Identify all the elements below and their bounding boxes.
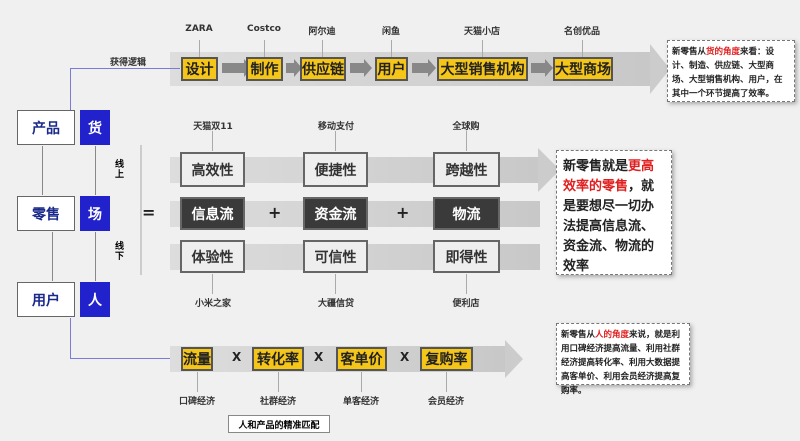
connector-line bbox=[70, 68, 180, 69]
step-example: 名创优品 bbox=[563, 27, 600, 37]
step-mall: 大型商场 bbox=[553, 57, 613, 81]
col-bottom-example: 大疆信贷 bbox=[317, 299, 354, 309]
match-label: 人和产品的精准匹配 bbox=[228, 415, 330, 433]
metric-order-value: 客单价 bbox=[336, 347, 387, 371]
step-example: 天猫小店 bbox=[463, 27, 500, 37]
cell-money-flow: 资金流 bbox=[303, 197, 368, 230]
step-design: 设计 bbox=[181, 57, 218, 81]
metric-example: 单客经济 bbox=[342, 397, 379, 407]
left-label-product: 产品 bbox=[17, 110, 75, 145]
step-example: 阿尔迪 bbox=[308, 27, 336, 37]
metric-traffic: 流量 bbox=[181, 347, 213, 371]
times-sign: X bbox=[400, 350, 410, 364]
cell-immediacy: 即得性 bbox=[433, 240, 500, 273]
plus-sign: + bbox=[268, 203, 282, 222]
times-sign: X bbox=[314, 350, 324, 364]
metric-example: 口碑经济 bbox=[178, 397, 215, 407]
connector-line bbox=[70, 68, 71, 118]
goods-note: 新零售从货的角度来看：设计、制造、供应链、大型商场、大型销售机构、用户，在其中一… bbox=[667, 40, 795, 102]
left-key-goods: 货 bbox=[80, 110, 110, 145]
plus-sign: + bbox=[396, 203, 410, 222]
col-bottom-example: 小米之家 bbox=[194, 299, 231, 309]
source-label: 获得逻辑 bbox=[110, 58, 147, 68]
cell-experience: 体验性 bbox=[180, 240, 245, 273]
step-example: 闲鱼 bbox=[381, 27, 400, 37]
cell-info-flow: 信息流 bbox=[180, 197, 245, 230]
offline-label: 线下 bbox=[115, 242, 125, 262]
metric-example: 会员经济 bbox=[427, 397, 464, 407]
metric-example: 社群经济 bbox=[259, 397, 296, 407]
step-supply: 供应链 bbox=[300, 57, 346, 81]
cell-trust: 可信性 bbox=[303, 240, 368, 273]
efficiency-note: 新零售就是更高效率的零售，就是要想尽一切办法提高信息流、资金流、物流的效率 bbox=[556, 150, 672, 275]
left-label-user: 用户 bbox=[17, 282, 75, 317]
left-label-retail: 零售 bbox=[17, 196, 75, 231]
left-key-place: 场 bbox=[80, 196, 110, 231]
flow-arrow-head bbox=[650, 44, 670, 94]
metric-repurchase: 复购率 bbox=[420, 347, 473, 371]
step-user: 用户 bbox=[375, 57, 408, 81]
cell-efficiency: 高效性 bbox=[180, 152, 245, 187]
metric-conversion: 转化率 bbox=[252, 347, 304, 371]
cell-logistics: 物流 bbox=[433, 197, 500, 230]
step-example: ZARA bbox=[185, 24, 213, 34]
col-bottom-example: 便利店 bbox=[452, 299, 480, 309]
col-top-example: 移动支付 bbox=[317, 122, 354, 132]
cell-convenience: 便捷性 bbox=[303, 152, 368, 187]
cell-crossborder: 跨越性 bbox=[433, 152, 500, 187]
left-key-people: 人 bbox=[80, 282, 110, 317]
col-top-example: 天猫双11 bbox=[193, 122, 233, 132]
col-top-example: 全球购 bbox=[452, 122, 480, 132]
times-sign: X bbox=[232, 350, 242, 364]
step-sales-org: 大型销售机构 bbox=[437, 57, 528, 81]
equals-sign: = bbox=[142, 203, 156, 222]
online-label: 线上 bbox=[115, 160, 125, 180]
people-note: 新零售从人的角度来说，就是利用口碑经济提高流量、利用社群经济提高转化率、利用大数… bbox=[556, 323, 690, 396]
step-example: Costco bbox=[247, 24, 281, 34]
step-make: 制作 bbox=[246, 57, 283, 81]
